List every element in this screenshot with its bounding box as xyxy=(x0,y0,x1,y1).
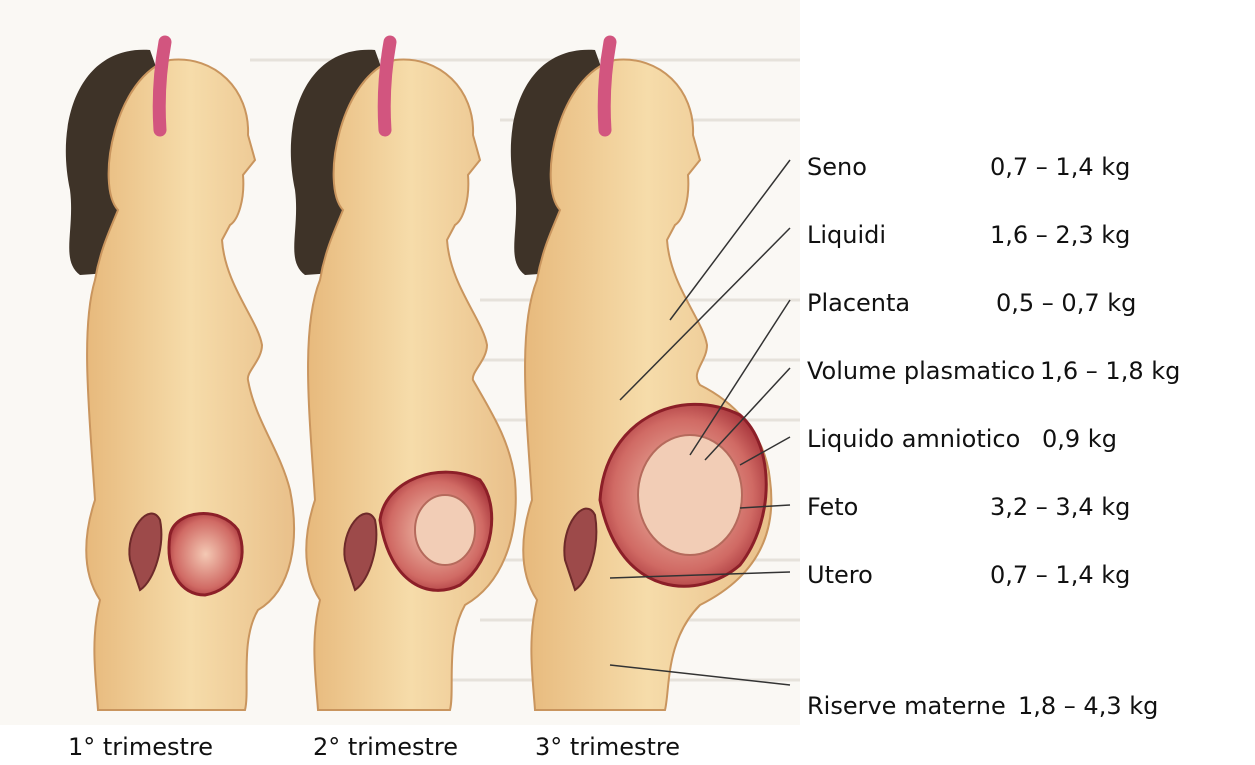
value-placenta: 0,5 – 0,7 kg xyxy=(996,289,1136,317)
label-seno: Seno xyxy=(807,153,867,181)
value-volume-plasmatico: 1,6 – 1,8 kg xyxy=(1040,357,1180,385)
value-feto: 3,2 – 3,4 kg xyxy=(990,493,1130,521)
value-utero: 0,7 – 1,4 kg xyxy=(990,561,1130,589)
label-volume-plasmatico: Volume plasmatico xyxy=(807,357,1035,385)
headband-2 xyxy=(384,42,390,130)
headband-3 xyxy=(604,42,610,130)
value-liquido-amniotico: 0,9 kg xyxy=(1042,425,1117,453)
caption-2nd-trimester: 2° trimestre xyxy=(313,733,458,761)
label-utero: Utero xyxy=(807,561,873,589)
fetus-3 xyxy=(638,435,742,555)
caption-1st-trimester: 1° trimestre xyxy=(68,733,213,761)
pregnancy-illustration xyxy=(0,0,800,725)
fetus-2 xyxy=(415,495,475,565)
label-liquido-amniotico: Liquido amniotico xyxy=(807,425,1020,453)
caption-3rd-trimester: 3° trimestre xyxy=(535,733,680,761)
uterus-1 xyxy=(169,514,242,595)
headband-1 xyxy=(159,42,165,130)
value-seno: 0,7 – 1,4 kg xyxy=(990,153,1130,181)
label-liquidi: Liquidi xyxy=(807,221,886,249)
label-placenta: Placenta xyxy=(807,289,910,317)
label-riserve-materne: Riserve materne xyxy=(807,692,1006,720)
value-liquidi: 1,6 – 2,3 kg xyxy=(990,221,1130,249)
value-riserve-materne: 1,8 – 4,3 kg xyxy=(1018,692,1158,720)
label-feto: Feto xyxy=(807,493,858,521)
